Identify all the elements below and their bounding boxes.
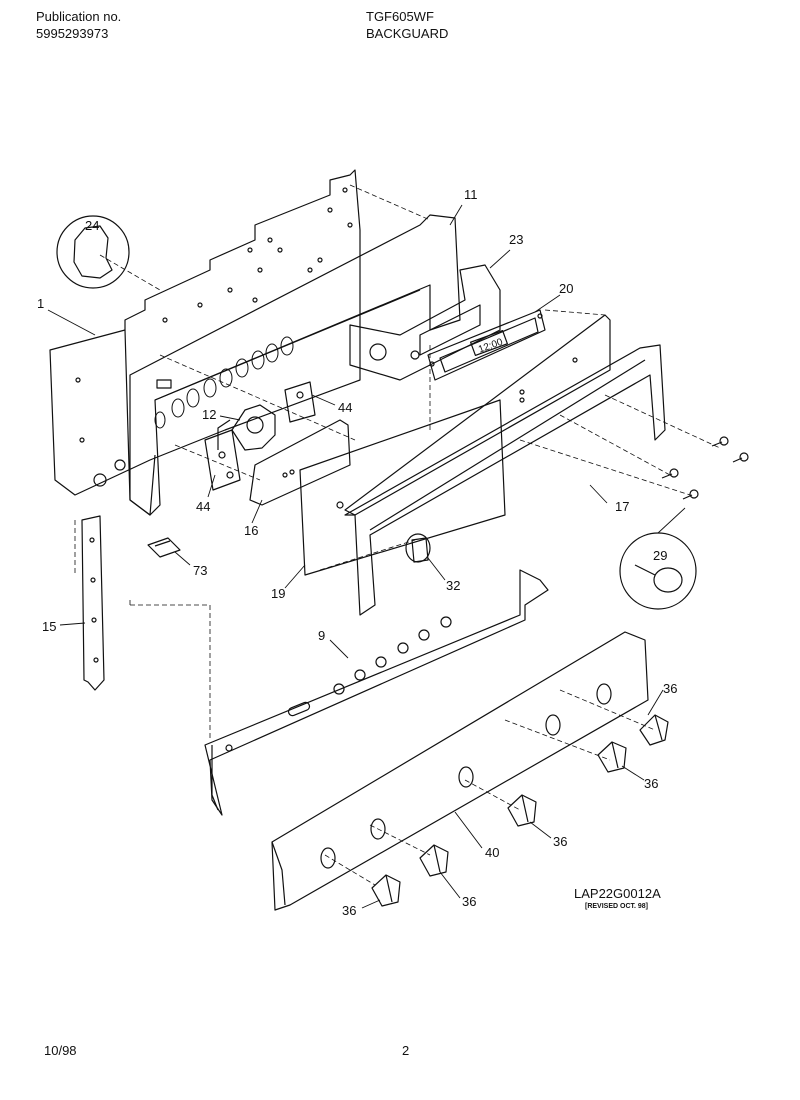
publication-number: 5995293973 — [36, 26, 109, 41]
insulation-panel — [299, 399, 506, 576]
small-clip — [147, 537, 181, 558]
control-panel-front — [271, 631, 649, 911]
callout-15: 15 — [42, 619, 56, 634]
model-number: TGF605WF — [366, 9, 434, 24]
section-title: BACKGUARD — [366, 26, 449, 41]
callout-36-d: 36 — [462, 894, 476, 909]
panel-knob — [405, 533, 431, 563]
footer-date: 10/98 — [44, 1043, 77, 1058]
page-number: 2 — [402, 1043, 410, 1058]
front-backguard-panel — [336, 314, 666, 616]
clip-slot — [156, 379, 172, 389]
diagram-code: LAP22G0012A — [574, 886, 661, 901]
burner-knob-5 — [371, 874, 401, 907]
callout-20: 20 — [559, 281, 573, 296]
callout-11: 11 — [464, 187, 478, 202]
clock-motor — [217, 404, 276, 451]
clock-module: 12:00 — [427, 309, 546, 381]
burner-knob-1 — [639, 714, 669, 746]
detail-circle-24 — [56, 215, 130, 289]
callout-36-c: 36 — [553, 834, 567, 849]
callout-17: 17 — [615, 499, 629, 514]
control-panel — [204, 569, 549, 816]
callout-24: 24 — [85, 218, 99, 233]
detail-circle-29 — [619, 532, 697, 610]
callout-labels: 1 24 11 23 20 12 44 44 16 17 29 73 19 32… — [37, 187, 677, 918]
callout-23: 23 — [509, 232, 523, 247]
back-panel — [49, 169, 361, 516]
callout-32: 32 — [446, 578, 460, 593]
callout-36-a: 36 — [663, 681, 677, 696]
switch-bracket — [249, 419, 351, 506]
mid-frame — [129, 214, 461, 516]
mounting-clip-lower — [204, 429, 241, 491]
callout-44-upper: 44 — [338, 400, 352, 415]
callout-36-e: 36 — [342, 903, 356, 918]
assembly-guide-lines — [74, 184, 721, 886]
publication-label: Publication no. — [36, 9, 122, 24]
revision-note: [REVISED OCT. 98] — [585, 903, 649, 910]
burner-knob-4 — [419, 844, 449, 877]
callout-9: 9 — [318, 628, 325, 643]
callout-12: 12 — [202, 407, 216, 422]
callout-19: 19 — [271, 586, 285, 601]
callout-73: 73 — [193, 563, 207, 578]
callout-44-lower: 44 — [196, 499, 210, 514]
burner-knob-2 — [597, 741, 627, 773]
side-trim — [81, 515, 105, 691]
mounting-clip-upper — [284, 381, 316, 423]
callout-16: 16 — [244, 523, 258, 538]
clock-bracket — [349, 264, 501, 381]
callout-29: 29 — [653, 548, 667, 563]
leader-lines — [47, 204, 686, 909]
callout-40: 40 — [485, 845, 499, 860]
callout-1: 1 — [37, 296, 44, 311]
mounting-screws — [661, 436, 749, 500]
burner-knob-3 — [507, 794, 537, 827]
callout-36-b: 36 — [644, 776, 658, 791]
